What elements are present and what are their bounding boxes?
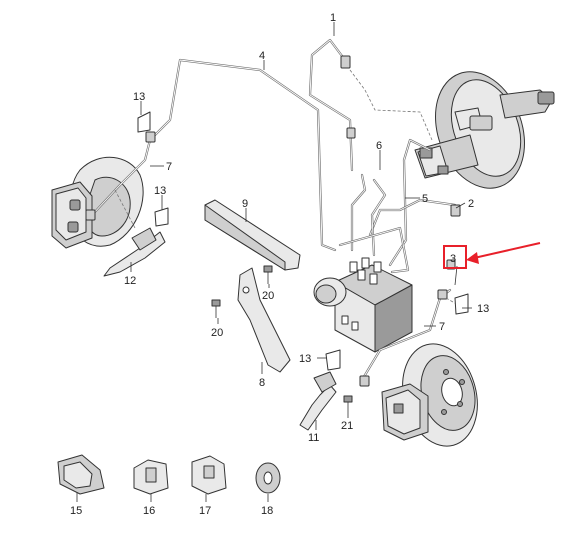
- abs-hydraulic-unit: [313, 257, 413, 353]
- part-15-clip: [57, 454, 105, 495]
- callout-20-upper: 20: [262, 290, 274, 302]
- callout-13-right: 13: [477, 303, 489, 315]
- part-16-clip: [133, 459, 169, 495]
- callout-4: 4: [259, 50, 265, 62]
- callout-2: 2: [468, 198, 474, 210]
- callout-16: 16: [143, 505, 155, 517]
- pipe-fittings: [85, 55, 461, 387]
- callout-5: 5: [422, 193, 428, 205]
- leader-lines: [76, 22, 472, 502]
- callout-12: 12: [124, 275, 136, 287]
- callout-3: 3: [450, 253, 456, 265]
- callout-labels: 1 2 3 4 5 6 7 7 8 9 11 12 13 13 13 13 15…: [70, 12, 489, 517]
- callout-1: 1: [330, 12, 336, 24]
- callout-6: 6: [376, 140, 382, 152]
- callout-13-top: 13: [133, 91, 145, 103]
- part-18-grommet: [255, 462, 281, 494]
- highlight-arrow: [473, 242, 541, 259]
- left-brake-caliper: [51, 181, 93, 249]
- callout-18: 18: [261, 505, 273, 517]
- callout-20-lower: 20: [211, 327, 223, 339]
- callout-11: 11: [308, 432, 319, 444]
- callout-17: 17: [199, 505, 211, 517]
- callout-21: 21: [341, 420, 353, 432]
- callout-7-right: 7: [439, 321, 445, 333]
- highlight-box: [443, 245, 467, 269]
- right-brake-caliper: [381, 383, 429, 441]
- callout-8: 8: [259, 377, 265, 389]
- callout-13-left: 13: [154, 185, 166, 197]
- reference-lines: [114, 69, 461, 307]
- callout-9: 9: [242, 198, 248, 210]
- callout-7-left: 7: [166, 161, 172, 173]
- highlight-arrowhead: [466, 252, 479, 264]
- clips-13: [137, 111, 469, 371]
- bracket-11: [299, 371, 337, 431]
- callout-13-bottom: 13: [299, 353, 311, 365]
- bracket-8: [237, 267, 291, 373]
- highlight-marker: [443, 242, 541, 269]
- part-17-clip: [191, 455, 227, 495]
- bracket-12: [103, 227, 166, 277]
- callout-15: 15: [70, 505, 82, 517]
- bolts-20-21: [211, 265, 353, 412]
- bracket-9: [204, 199, 301, 271]
- brake-booster: [435, 71, 555, 189]
